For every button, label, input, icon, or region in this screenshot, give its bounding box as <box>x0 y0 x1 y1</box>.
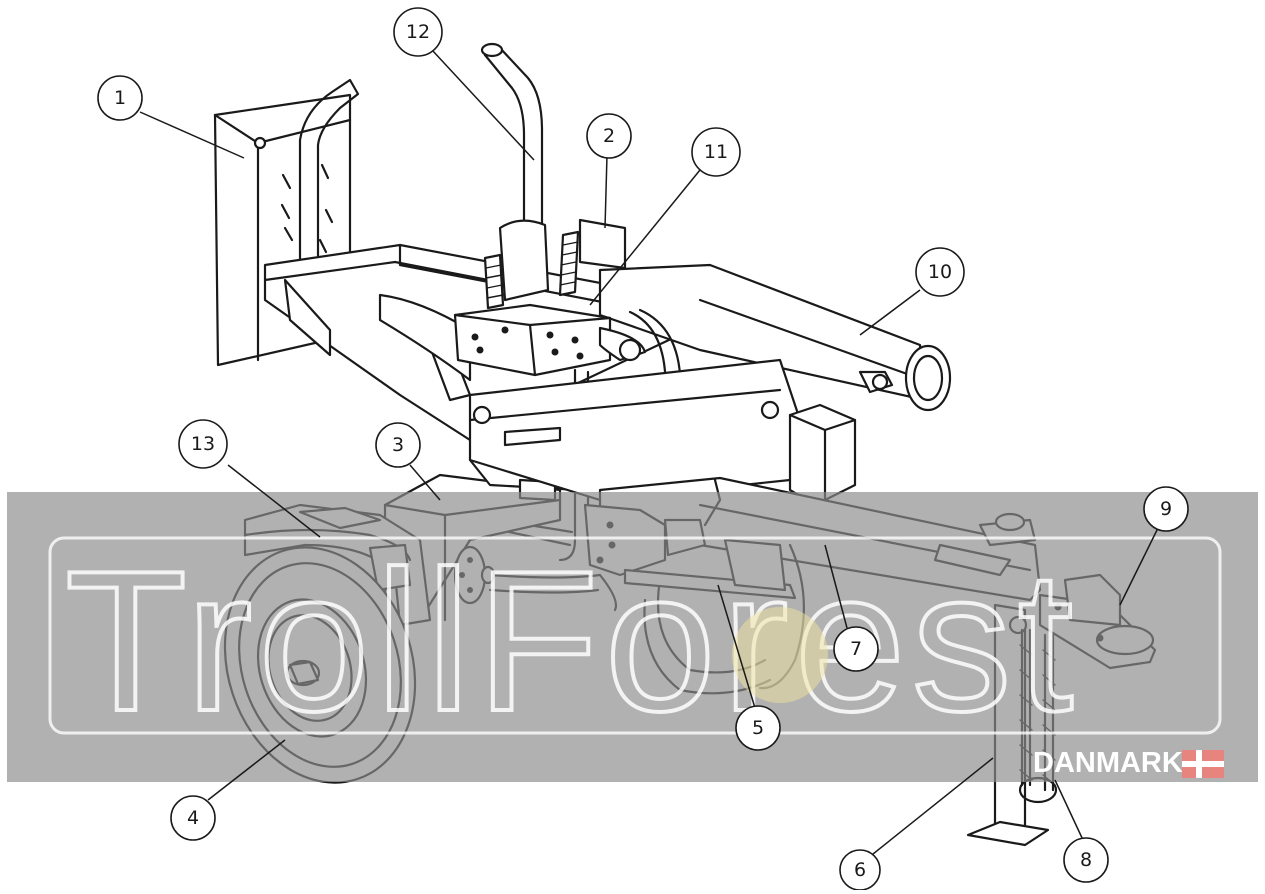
hydraulic-cylinder <box>598 263 952 412</box>
callout-11: 11 <box>691 127 741 177</box>
callout-4-label: 4 <box>187 807 199 829</box>
callout-10-label: 10 <box>928 261 952 283</box>
callout-3: 3 <box>375 422 421 468</box>
callout-8-label: 8 <box>1080 849 1092 871</box>
danish-flag-icon <box>1182 750 1224 778</box>
callout-6-label: 6 <box>854 859 866 881</box>
callout-9: 9 <box>1143 486 1189 532</box>
leader-lines <box>139 49 1159 859</box>
callout-11-label: 11 <box>704 141 728 163</box>
callout-1-label: 1 <box>114 87 126 109</box>
watermark-country: DANMARK <box>1033 747 1183 779</box>
watermark: TrollForest DANMARK <box>7 492 1258 782</box>
callout-12-label: 12 <box>406 21 430 43</box>
callout-6: 6 <box>839 849 881 891</box>
callouts: 1 2 3 4 5 6 7 8 <box>97 7 1189 891</box>
callout-2-label: 2 <box>603 125 615 147</box>
callout-5-label: 5 <box>752 717 764 739</box>
control-valve <box>453 218 647 377</box>
guard-plate <box>498 219 550 302</box>
callout-12: 12 <box>393 7 443 57</box>
callout-4: 4 <box>170 795 216 841</box>
callout-13: 13 <box>178 419 228 469</box>
callout-9-label: 9 <box>1160 498 1172 520</box>
callout-10: 10 <box>915 247 965 297</box>
watermark-brand: TrollForest <box>65 530 1079 753</box>
callout-13-label: 13 <box>191 433 215 455</box>
callout-5: 5 <box>735 705 781 751</box>
callout-2: 2 <box>586 113 632 159</box>
callout-7-label: 7 <box>850 638 862 660</box>
callout-8: 8 <box>1063 837 1109 883</box>
callout-7: 7 <box>833 626 879 672</box>
fuel-tank <box>788 403 857 507</box>
lift-handle <box>480 42 544 242</box>
callout-1: 1 <box>97 75 143 121</box>
callout-3-label: 3 <box>392 434 404 456</box>
